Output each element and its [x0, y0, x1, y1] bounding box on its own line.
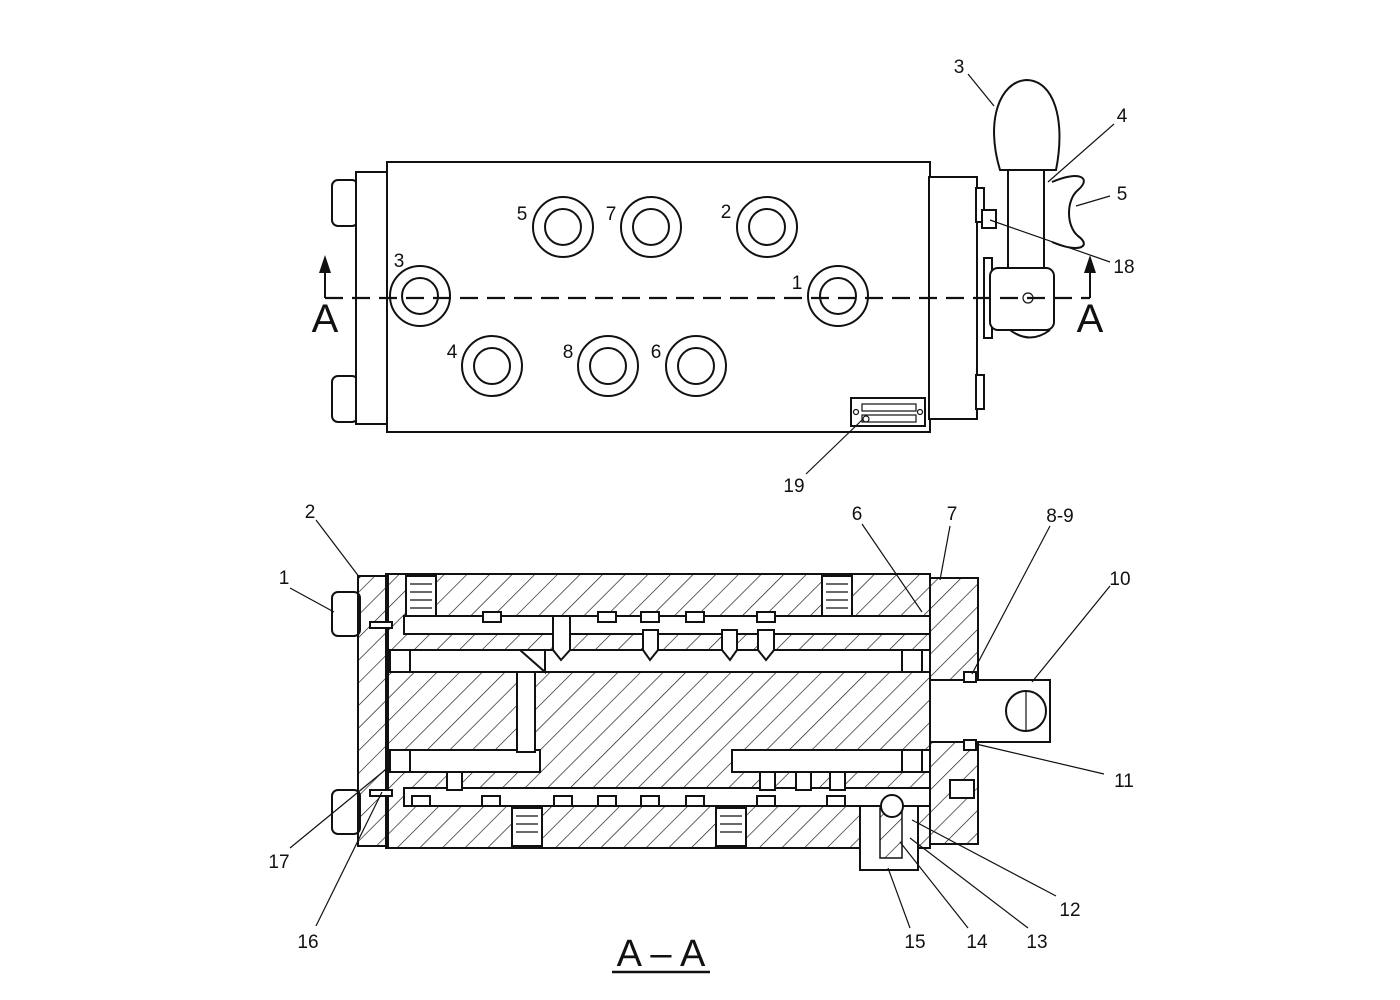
- leader-5: [1075, 195, 1111, 207]
- leader-4: [1047, 123, 1115, 183]
- leader-18: [989, 219, 1111, 263]
- callout-19: 19: [783, 476, 804, 497]
- sec-right-plate-upper: [929, 577, 979, 681]
- port-label-7: 7: [606, 204, 617, 225]
- right-stub-upper: [975, 187, 985, 223]
- right-stub-lower: [975, 374, 985, 410]
- bottom-plugs: [511, 807, 747, 847]
- callout-3: 3: [954, 57, 965, 78]
- port-label-2: 2: [721, 202, 732, 223]
- nameplate-slot: [861, 403, 917, 412]
- leader-s7: [939, 525, 951, 581]
- ports: [389, 196, 869, 397]
- leader-s1: [289, 587, 335, 613]
- lower-spool-channel: [403, 787, 931, 807]
- leader-s6: [861, 523, 923, 613]
- callout-s7: 7: [947, 504, 958, 525]
- leader-s14: [899, 841, 969, 929]
- cross-passage: [517, 649, 546, 675]
- leader-3: [967, 73, 995, 107]
- lower-passage-right: [731, 749, 931, 773]
- lever-shaft: [1007, 167, 1045, 269]
- nameplate-slot-2: [861, 414, 917, 423]
- port-1: [807, 265, 869, 327]
- port-8: [577, 335, 639, 397]
- callout-s15: 15: [904, 932, 925, 953]
- leader-s15: [887, 867, 911, 929]
- port-label-8: 8: [563, 342, 574, 363]
- leader-19: [805, 419, 863, 475]
- left-cap-upper: [331, 179, 359, 227]
- upper-spool-lands: [482, 611, 776, 623]
- side-plugs: [389, 649, 975, 799]
- left-cap-lower: [331, 375, 359, 423]
- callout-s1: 1: [279, 568, 290, 589]
- leader-s16: [315, 791, 383, 927]
- callout-s14: 14: [966, 932, 988, 953]
- port-label-3: 3: [394, 251, 405, 272]
- leader-s12: [911, 819, 1057, 897]
- lower-spool-lands: [411, 795, 846, 807]
- leader-s89: [971, 525, 1051, 675]
- port-7: [620, 196, 682, 258]
- port-6: [665, 335, 727, 397]
- section-view: 1 2 6 7 8-9 10 11 12 13 14 15 16 17 A – …: [268, 502, 1133, 975]
- sec-left-cap-upper: [331, 591, 361, 637]
- detent-pin: [981, 209, 997, 229]
- shaft-seal-lower: [963, 739, 977, 751]
- port-label-5: 5: [517, 204, 528, 225]
- port-label-6: 6: [651, 342, 662, 363]
- upper-passage: [389, 649, 931, 673]
- pin-upper: [369, 621, 393, 629]
- leader-s13: [909, 837, 1029, 929]
- callout-s17: 17: [268, 852, 289, 873]
- top-plugs: [405, 575, 853, 617]
- check-ball: [880, 794, 904, 818]
- upper-spool-channel: [403, 615, 931, 635]
- section-arrow-left: [319, 255, 331, 273]
- callout-s12: 12: [1059, 900, 1080, 921]
- callout-s13: 13: [1026, 932, 1047, 953]
- lower-poppets: [446, 771, 846, 791]
- lever-housing-curve: [1009, 329, 1051, 339]
- port-3: [389, 265, 451, 327]
- lever-knob: [993, 78, 1061, 171]
- section-title: A – A: [617, 933, 706, 975]
- callout-5: 5: [1117, 184, 1128, 205]
- callout-s11: 11: [1114, 771, 1134, 792]
- section-arrow-right: [1084, 255, 1096, 273]
- callout-s10: 10: [1109, 569, 1130, 590]
- leader-s2: [315, 519, 361, 579]
- callout-s2: 2: [305, 502, 316, 523]
- callout-s8-9: 8-9: [1046, 506, 1073, 527]
- upper-poppets: [552, 615, 775, 662]
- sec-left-cap-lower: [331, 789, 361, 835]
- top-view: A A 5 7 2 3 1 4 8 6 3 4 5 18 19: [312, 57, 1135, 497]
- section-mark-right: A: [1077, 297, 1104, 341]
- operating-shaft: [929, 679, 1051, 743]
- callout-s6: 6: [852, 504, 863, 525]
- port-label-1: 1: [792, 273, 803, 294]
- section-mark-left: A: [312, 297, 339, 341]
- leader-s11: [975, 743, 1105, 775]
- vertical-passage: [516, 671, 536, 753]
- lever-clip: [1051, 175, 1085, 250]
- port-label-4: 4: [447, 342, 458, 363]
- callout-18: 18: [1113, 257, 1134, 278]
- lower-passage-left: [389, 749, 541, 773]
- callout-4: 4: [1117, 106, 1128, 127]
- port-5: [532, 196, 594, 258]
- leader-s17: [289, 765, 391, 849]
- sec-left-end-plate: [357, 575, 389, 847]
- callout-s16: 16: [297, 932, 318, 953]
- shaft-seal-upper: [963, 671, 977, 683]
- leader-s10: [1031, 585, 1111, 683]
- port-2: [736, 196, 798, 258]
- port-4: [461, 335, 523, 397]
